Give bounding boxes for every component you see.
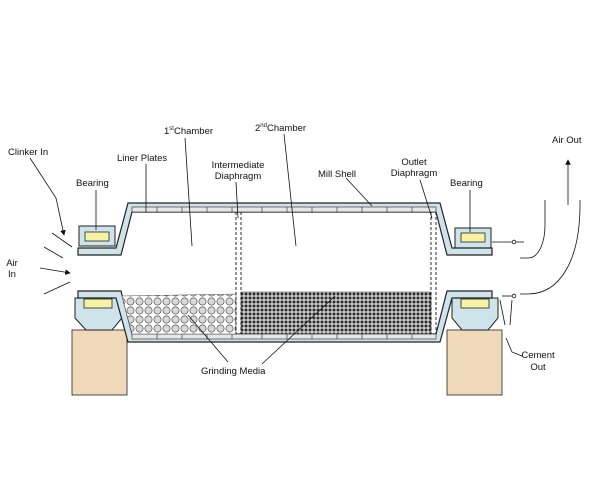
top-liner-plates — [131, 206, 437, 213]
bottom-liner-plates — [131, 333, 437, 340]
fine-grinding-media — [240, 291, 432, 335]
air-out-label: Air Out — [552, 135, 582, 146]
chamber-2-label: 2ndChamber — [255, 123, 306, 134]
air-in-arrows — [39, 267, 71, 295]
leader-lines — [29, 133, 523, 365]
left-foundation — [71, 329, 128, 396]
left-upper-bearing — [84, 231, 110, 242]
bearing-left-label: Bearing — [76, 178, 109, 189]
liner-plates-label: Liner Plates — [117, 153, 167, 164]
left-bottom-bearing — [83, 298, 113, 309]
intermediate-diaphragm — [235, 212, 242, 334]
clinker-inlet-chute — [43, 232, 73, 259]
right-upper-bearing — [460, 232, 486, 243]
bearing-right-label: Bearing — [450, 178, 483, 189]
chamber-1-label: 1stChamber — [164, 126, 213, 137]
grinding-media-label: Grinding Media — [201, 366, 266, 377]
right-foundation — [446, 329, 503, 396]
outlet-diaphragm — [430, 212, 437, 334]
clinker-in-label: Clinker In — [8, 147, 48, 158]
outlet-duct — [492, 200, 581, 326]
mill-shell-label: Mill Shell — [318, 169, 356, 180]
coarse-grinding-media — [121, 293, 237, 335]
mill-shell-top — [77, 202, 493, 256]
right-bottom-bearing — [460, 298, 490, 309]
